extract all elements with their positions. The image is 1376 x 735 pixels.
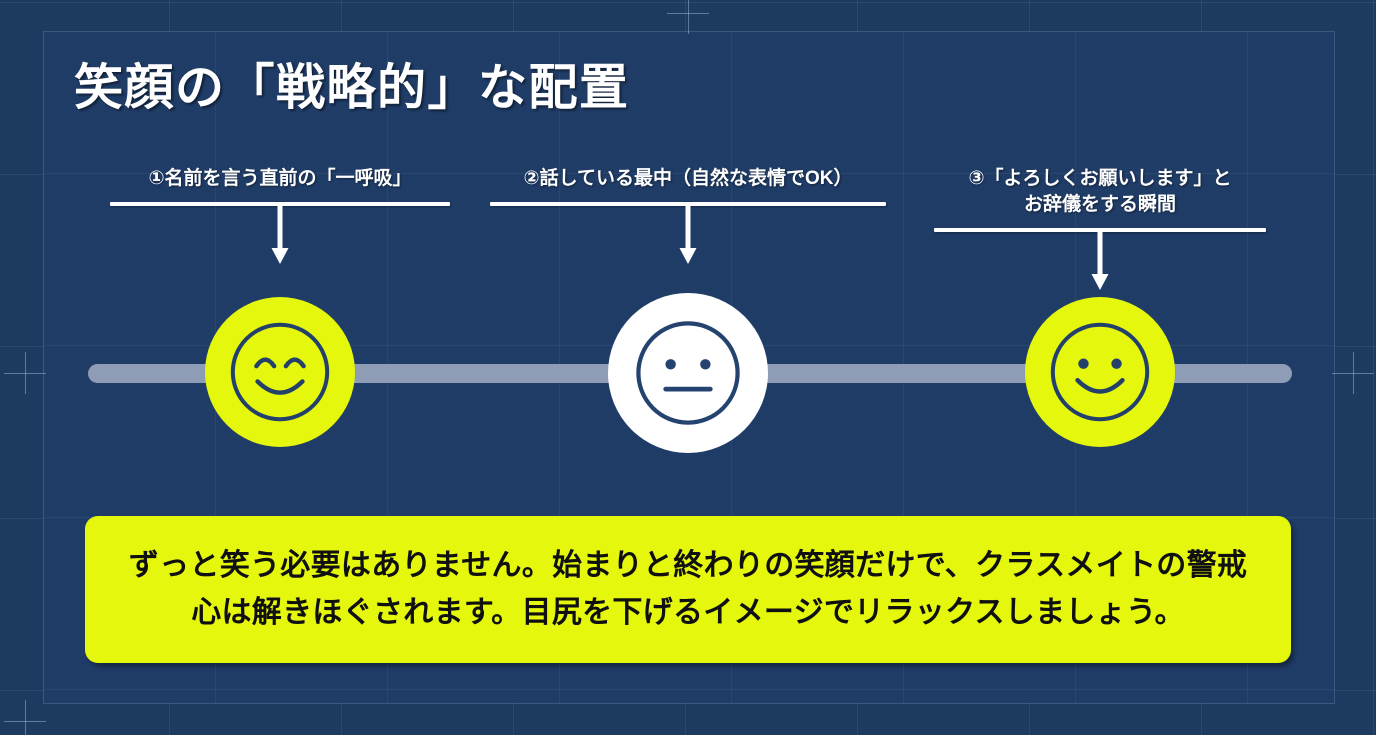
step-3-label-line-2: お辞儀をする瞬間 bbox=[1023, 194, 1176, 216]
smiling-face-icon bbox=[1050, 322, 1150, 422]
step-3-label: ③「よろしくお願いします」と お辞儀をする瞬間 bbox=[934, 166, 1266, 218]
step-1: ①名前を言う直前の「一呼吸」 bbox=[110, 166, 450, 265]
step-1-label-line-1: ①名前を言う直前の「一呼吸」 bbox=[148, 168, 412, 189]
page-title: 笑顔の「戦略的」な配置 bbox=[74, 61, 630, 115]
crosshair-mark-top bbox=[667, 0, 709, 34]
step-1-label: ①名前を言う直前の「一呼吸」 bbox=[110, 166, 450, 192]
step-2-label: ②話している最中（自然な表情でOK） bbox=[490, 166, 886, 192]
neutral-face-icon bbox=[636, 321, 740, 425]
smiling-face-icon bbox=[230, 322, 330, 422]
callout-text: ずっと笑う必要はありません。始まりと終わりの笑顔だけで、クラスメイトの警戒心は解… bbox=[128, 549, 1248, 629]
step-3-label-line-1: ③「よろしくお願いします」と bbox=[968, 168, 1232, 189]
step-2-label-line-1: ②話している最中（自然な表情でOK） bbox=[523, 168, 853, 189]
step-2-face bbox=[608, 293, 768, 453]
step-1-face bbox=[205, 297, 355, 447]
step-3-rule bbox=[934, 228, 1266, 233]
step-1-arrow-icon bbox=[269, 206, 291, 273]
step-2-arrow-icon bbox=[677, 206, 699, 273]
step-2-rule bbox=[490, 202, 886, 207]
step-3-arrow-icon bbox=[1089, 232, 1111, 299]
step-2: ②話している最中（自然な表情でOK） bbox=[490, 166, 886, 265]
step-3-face bbox=[1025, 297, 1175, 447]
step-1-rule bbox=[110, 202, 450, 207]
step-3: ③「よろしくお願いします」と お辞儀をする瞬間 bbox=[934, 166, 1266, 291]
callout-box: ずっと笑う必要はありません。始まりと終わりの笑顔だけで、クラスメイトの警戒心は解… bbox=[85, 516, 1291, 663]
crosshair-mark-bottom-left bbox=[4, 700, 46, 735]
crosshair-mark-right bbox=[1332, 352, 1374, 394]
crosshair-mark-left bbox=[4, 352, 46, 394]
